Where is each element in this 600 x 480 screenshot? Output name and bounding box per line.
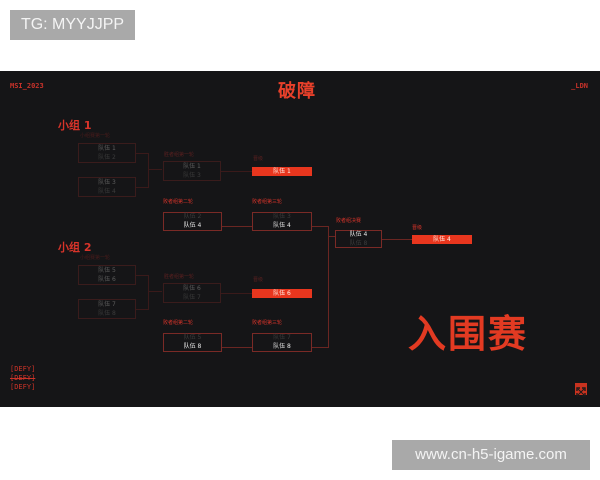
team-cell: 队伍 8 — [349, 240, 368, 247]
group-1-losers-r2-match[interactable] — [163, 212, 222, 231]
team-cell: 队伍 4 — [349, 231, 368, 238]
team-cell: 队伍 8 — [183, 343, 202, 350]
losers-r3-label: 败者组第三轮 — [252, 320, 283, 326]
page-title: 破障 — [278, 81, 316, 102]
winners-round-label: 胜者组第一轮 — [164, 152, 195, 158]
group-2-losers-r3-match[interactable] — [252, 333, 312, 352]
event-code: MSI_2023 — [10, 82, 44, 90]
defy-tag: [DEFY] — [10, 383, 36, 391]
final-qualified-label: 晋级 — [412, 225, 423, 231]
group-2-qualified-team[interactable]: 队伍 6 — [252, 289, 312, 298]
defy-tags: [DEFY] [DEFY] [DEFY] — [10, 365, 35, 392]
losers-r2-label: 败者组第二轮 — [163, 199, 194, 205]
defy-tag: [DEFY] — [10, 365, 36, 373]
team-cell: 队伍 7 — [98, 301, 116, 308]
team-cell: 队伍 6 — [183, 285, 201, 292]
final-qualified-team[interactable]: 队伍 4 — [412, 235, 472, 244]
stage-title: 入围赛 — [408, 312, 529, 356]
team-cell: 队伍 2 — [183, 213, 202, 220]
team-cell: 队伍 5 — [183, 334, 202, 341]
group-1-match-1[interactable] — [78, 143, 136, 163]
team-cell: 队伍 2 — [98, 154, 116, 161]
team-cell: 队伍 6 — [98, 276, 116, 283]
team-cell: 队伍 7 — [183, 294, 201, 301]
team-cell: 队伍 5 — [98, 267, 116, 274]
team-cell: 队伍 3 — [98, 179, 116, 186]
group-1-match-2[interactable] — [78, 177, 136, 197]
group-1-qualified-team[interactable]: 队伍 1 — [252, 167, 312, 176]
losers-r3-label: 败者组第三轮 — [252, 199, 283, 205]
group-2-match-2[interactable] — [78, 299, 136, 319]
team-cell: 队伍 4 — [273, 222, 291, 229]
team-cell: 队伍 8 — [98, 310, 116, 317]
group-2-losers-r2-match[interactable] — [163, 333, 222, 352]
team-cell: 队伍 4 — [183, 222, 202, 229]
expand-icon[interactable] — [575, 383, 587, 397]
group-1-losers-r3-match[interactable] — [252, 212, 312, 231]
losers-final-match[interactable] — [335, 230, 382, 248]
group-1-round-label: 小组赛第一轮 — [80, 133, 111, 139]
team-cell: 队伍 3 — [273, 213, 291, 220]
group-2-match-1[interactable] — [78, 265, 136, 285]
losers-final-label: 败者组决赛 — [336, 218, 362, 224]
team-cell: 队伍 1 — [183, 163, 201, 170]
group-2-title: 小组 2 — [58, 241, 92, 254]
team-cell: 队伍 3 — [183, 172, 201, 179]
qualified-label: 晋级 — [253, 156, 264, 162]
group-2-round-label: 小组赛第一轮 — [80, 255, 111, 261]
defy-tag-struck: [DEFY] — [10, 374, 36, 382]
group-1-winners-match[interactable] — [163, 161, 221, 181]
losers-r2-label: 败者组第二轮 — [163, 320, 194, 326]
location-code: _LDN — [571, 82, 588, 90]
team-cell: 队伍 4 — [98, 188, 116, 195]
watermark-bottom: www.cn-h5-igame.com — [392, 440, 590, 470]
bracket-stage: MSI_2023 破障 _LDN 小组 1 小组赛第一轮 队伍 1 队伍 2 队… — [0, 71, 600, 407]
watermark-top: TG: MYYJJPP — [10, 10, 135, 40]
winners-round-label: 胜者组第一轮 — [164, 274, 195, 280]
team-cell: 队伍 8 — [273, 343, 291, 350]
team-cell: 队伍 1 — [98, 145, 116, 152]
qualified-label: 晋级 — [253, 277, 264, 283]
team-cell: 队伍 7 — [273, 334, 291, 341]
group-2-winners-match[interactable] — [163, 283, 221, 303]
group-1-title: 小组 1 — [58, 119, 92, 132]
